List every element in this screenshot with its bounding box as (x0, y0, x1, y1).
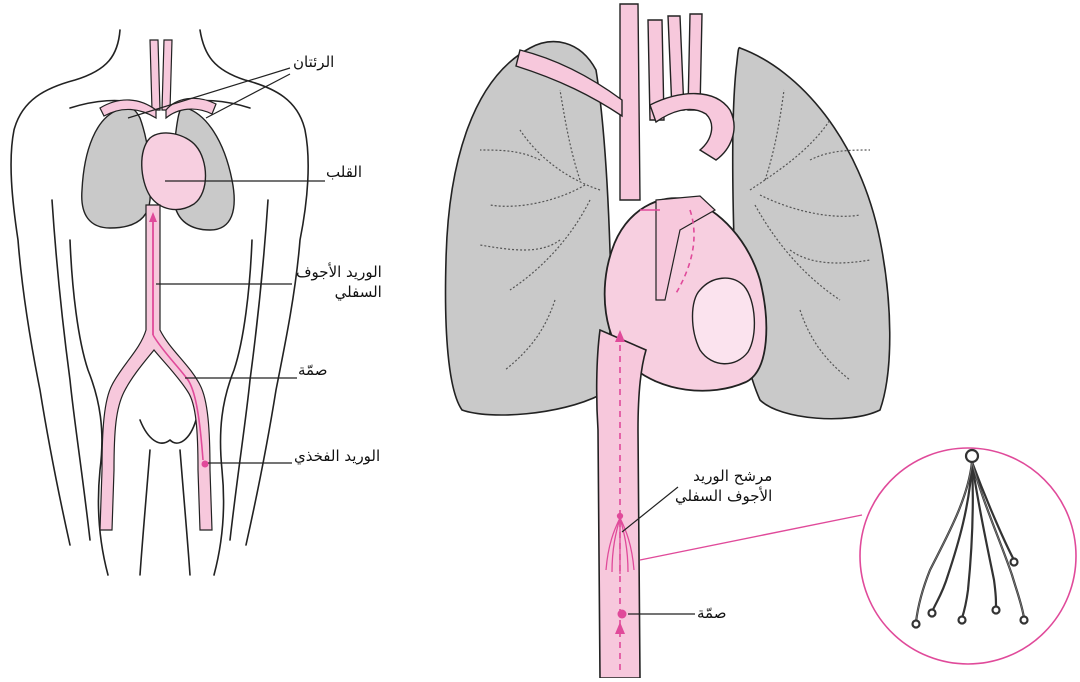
right-heart (603, 195, 768, 392)
label-ivc-line2: السفلي (334, 283, 382, 301)
label-ivc-line1: الوريد الأجوف (296, 263, 382, 281)
left-figure-heart (141, 132, 207, 211)
label-clot-right: صمّة (697, 604, 727, 622)
right-great-vessels (515, 3, 735, 201)
right-ivc (595, 328, 647, 679)
label-femoral-vein: الوريد الفخذي (294, 447, 381, 465)
left-leader-lines (127, 67, 325, 464)
zoom-connector (639, 514, 863, 561)
label-ivc-filter-line2: الأجوف السفلي (675, 487, 773, 505)
right-lungs (444, 40, 891, 420)
label-lungs: الرئتان (293, 53, 335, 71)
left-figure-neck-vessels (99, 39, 217, 120)
label-clot-left: صمّة (298, 361, 328, 379)
enlarged-filter (911, 448, 1029, 629)
label-ivc-filter-line1: مرشح الوريد (693, 467, 773, 485)
ivc-filter-in-vein (605, 512, 635, 574)
left-figure-veins (99, 204, 213, 531)
label-heart: القلب (326, 163, 363, 181)
label-ivc-filter: مرشح الوريد الأجوف السفلي (675, 466, 772, 506)
body-figure (10, 29, 309, 576)
right-leader-lines (621, 486, 695, 615)
label-ivc: الوريد الأجوف السفلي (296, 262, 382, 302)
clot-right-dot (617, 609, 627, 619)
